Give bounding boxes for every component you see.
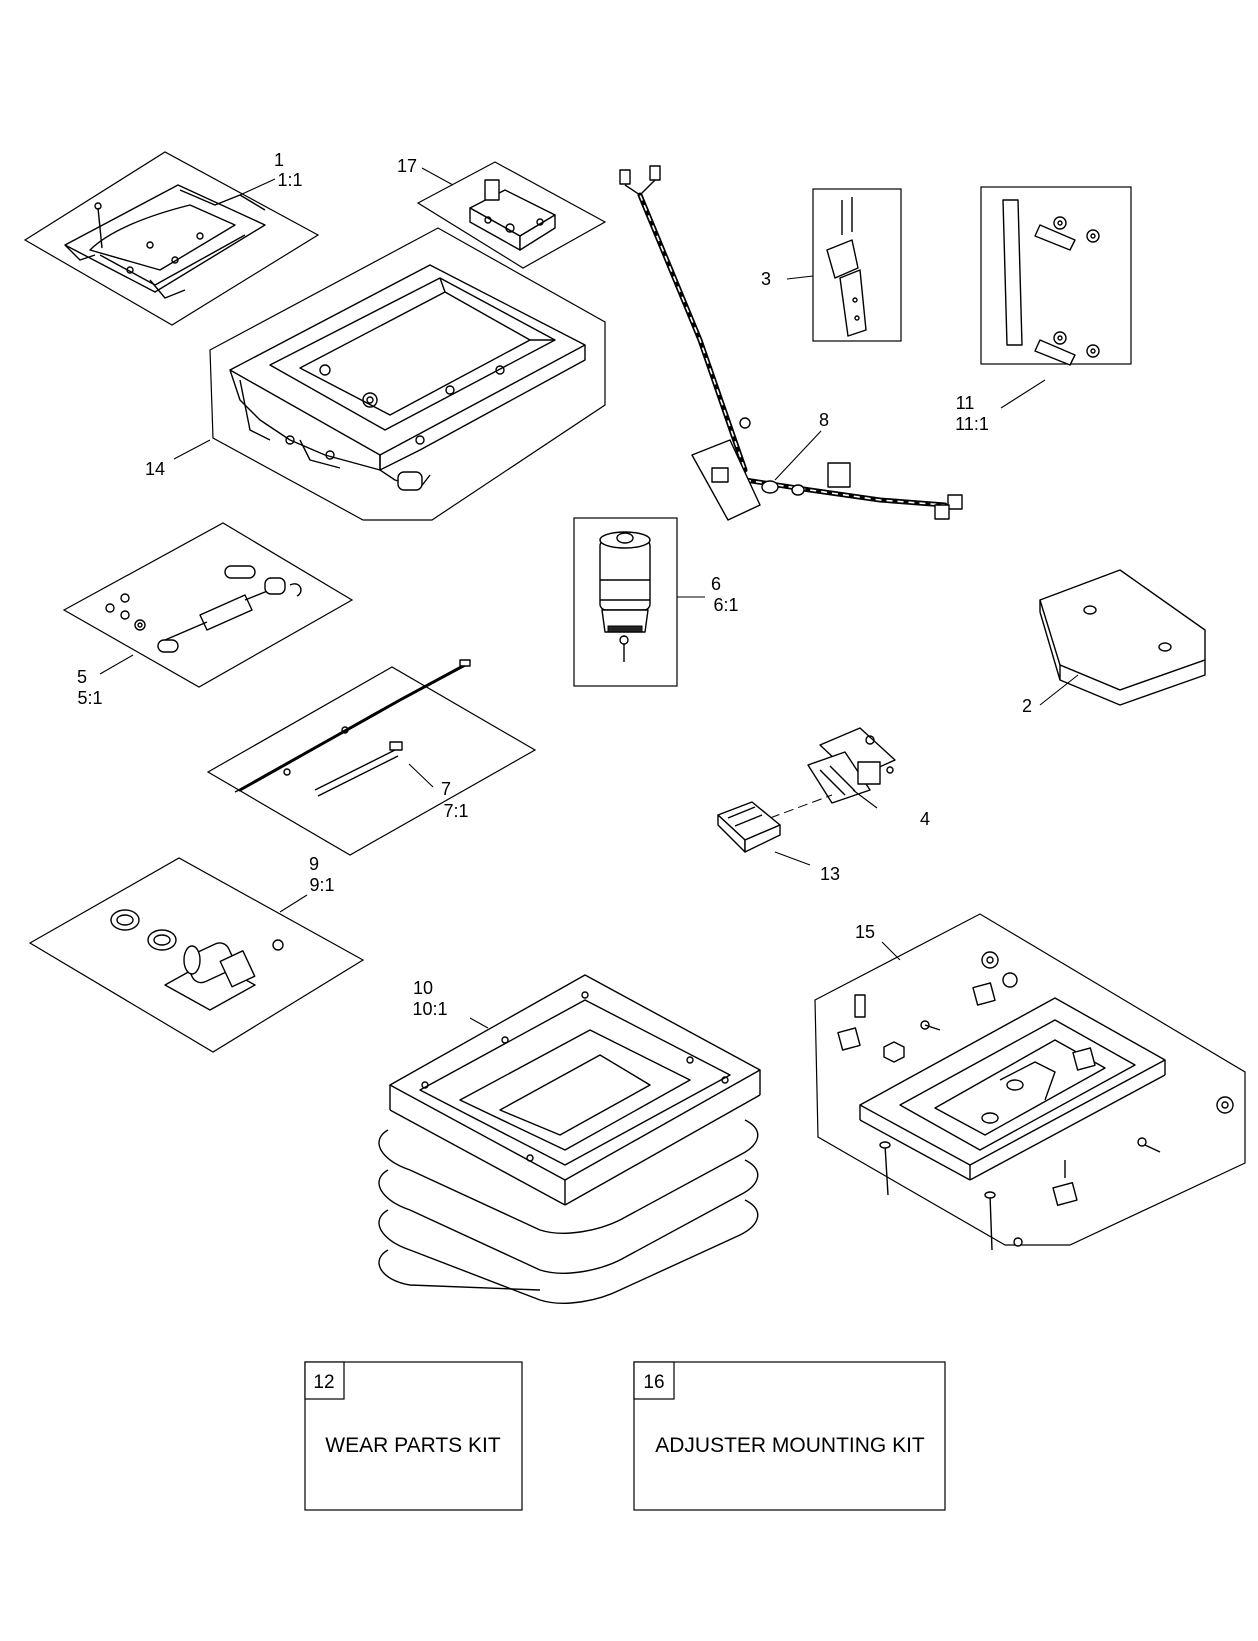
callout-5-variant: 5:1 <box>77 688 102 708</box>
part-2-pad <box>1039 569 1206 706</box>
part-13-handle <box>717 801 781 853</box>
kit-12-title: WEAR PARTS KIT <box>325 1434 501 1457</box>
part-17-group: 17 <box>397 156 607 269</box>
callout-11: 11 <box>956 393 975 413</box>
part-5-group: 5 5:1 <box>62 522 354 708</box>
callout-15: 15 <box>855 922 875 942</box>
part-5-shock <box>105 565 302 653</box>
part-8-group: 8 <box>619 165 963 521</box>
part-3-group: 3 <box>761 188 902 342</box>
part-14-group: 14 <box>145 227 606 521</box>
callout-14: 14 <box>145 459 165 479</box>
callout-5: 5 <box>77 667 87 687</box>
callout-11-variant: 11:1 <box>955 414 989 434</box>
callout-1: 1 <box>274 150 284 170</box>
callout-7: 7 <box>441 779 451 799</box>
callout-4: 4 <box>920 809 930 829</box>
part-15-group: 15 <box>814 913 1246 1251</box>
callout-10-variant: 10:1 <box>412 999 447 1019</box>
callout-1-variant: 1:1 <box>277 170 302 190</box>
kit-16-box: 16 ADJUSTER MOUNTING KIT <box>633 1361 946 1511</box>
part-7-group: 7 7:1 <box>206 659 537 856</box>
callout-9: 9 <box>309 854 319 874</box>
part-9-group: 9 9:1 <box>28 854 365 1053</box>
callout-17: 17 <box>397 156 417 176</box>
part-2-group: 2 <box>1022 569 1206 716</box>
part-17-bracket <box>469 179 556 251</box>
part-4-mechanism <box>807 727 896 804</box>
part-11-group: 11 11:1 <box>955 186 1132 434</box>
kit-16-title: ADJUSTER MOUNTING KIT <box>655 1434 925 1457</box>
callout-6: 6 <box>711 574 721 594</box>
part-10-group: 10 10:1 <box>378 974 761 1304</box>
part-13-group: 13 <box>717 801 840 884</box>
callout-10: 10 <box>413 978 433 998</box>
part-6-group: 6 6:1 <box>573 517 739 687</box>
part-7-cable <box>234 659 471 797</box>
part-1-plate <box>64 184 266 299</box>
part-3-switch <box>826 197 867 337</box>
part-10-bellows <box>378 974 761 1304</box>
callout-6-variant: 6:1 <box>713 595 738 615</box>
part-8-harness <box>619 165 963 521</box>
callout-13: 13 <box>820 864 840 884</box>
part-14-frame <box>229 264 586 491</box>
part-15-frame <box>837 951 1234 1251</box>
callout-9-variant: 9:1 <box>309 875 334 895</box>
kit-12-box: 12 WEAR PARTS KIT <box>304 1361 523 1511</box>
kit-16-number: 16 <box>643 1372 664 1393</box>
part-4-group: 4 <box>769 727 930 829</box>
part-11-strap <box>1002 199 1100 366</box>
part-1-group: 1 1:1 <box>23 150 320 326</box>
part-6-airspring <box>599 531 651 662</box>
part-9-compressor <box>110 909 284 1011</box>
callout-7-variant: 7:1 <box>443 801 468 821</box>
callout-2: 2 <box>1022 696 1032 716</box>
callout-8: 8 <box>819 410 829 430</box>
callout-3: 3 <box>761 269 771 289</box>
kit-12-number: 12 <box>313 1372 334 1393</box>
